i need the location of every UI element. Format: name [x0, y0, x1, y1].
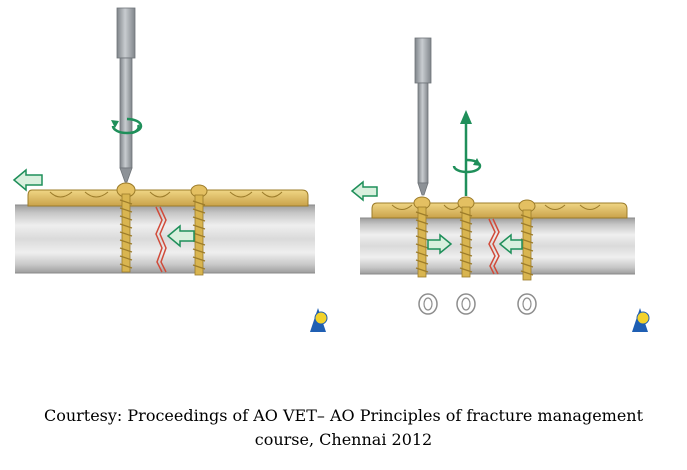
screw-right-2	[457, 196, 475, 278]
right-panel	[350, 37, 650, 332]
fracture-compression-arrow-icon	[166, 224, 195, 248]
screw-hole-icon	[418, 293, 438, 315]
screwdriver-icon	[414, 37, 432, 196]
screw-right-1	[413, 196, 431, 278]
rotation-arrow-icon	[452, 158, 482, 174]
compression-arrow-left-icon	[498, 233, 523, 255]
ao-logo-icon	[310, 308, 328, 332]
rotation-arrow-icon	[111, 117, 143, 135]
screwdriver-icon	[116, 7, 136, 183]
lift-arrow-icon	[460, 110, 472, 196]
left-panel	[12, 7, 328, 332]
fracture-line-left	[155, 206, 163, 273]
plate-shift-arrow-icon	[350, 180, 378, 202]
plate-left	[27, 189, 309, 207]
ao-logo-icon	[632, 308, 650, 332]
compression-arrow-right-icon	[427, 233, 453, 255]
caption-line-1: Courtesy: Proceedings of AO VET– AO Prin…	[43, 406, 644, 425]
screw-left-1	[116, 182, 136, 273]
figure	[12, 7, 650, 332]
diagram-svg	[12, 7, 650, 332]
screw-hole-icon	[517, 293, 537, 315]
bone-right	[360, 218, 635, 274]
bone-left	[15, 205, 315, 273]
screw-right-3	[518, 199, 536, 281]
plate-shift-arrow-icon	[12, 168, 43, 192]
fracture-line-right	[488, 218, 496, 275]
screw-left-2	[190, 184, 208, 276]
screw-hole-icon	[456, 293, 476, 315]
plate-right	[371, 202, 628, 219]
caption: Courtesy: Proceedings of AO VET– AO Prin…	[0, 404, 687, 452]
caption-line-2: course, Chennai 2012	[254, 430, 433, 449]
